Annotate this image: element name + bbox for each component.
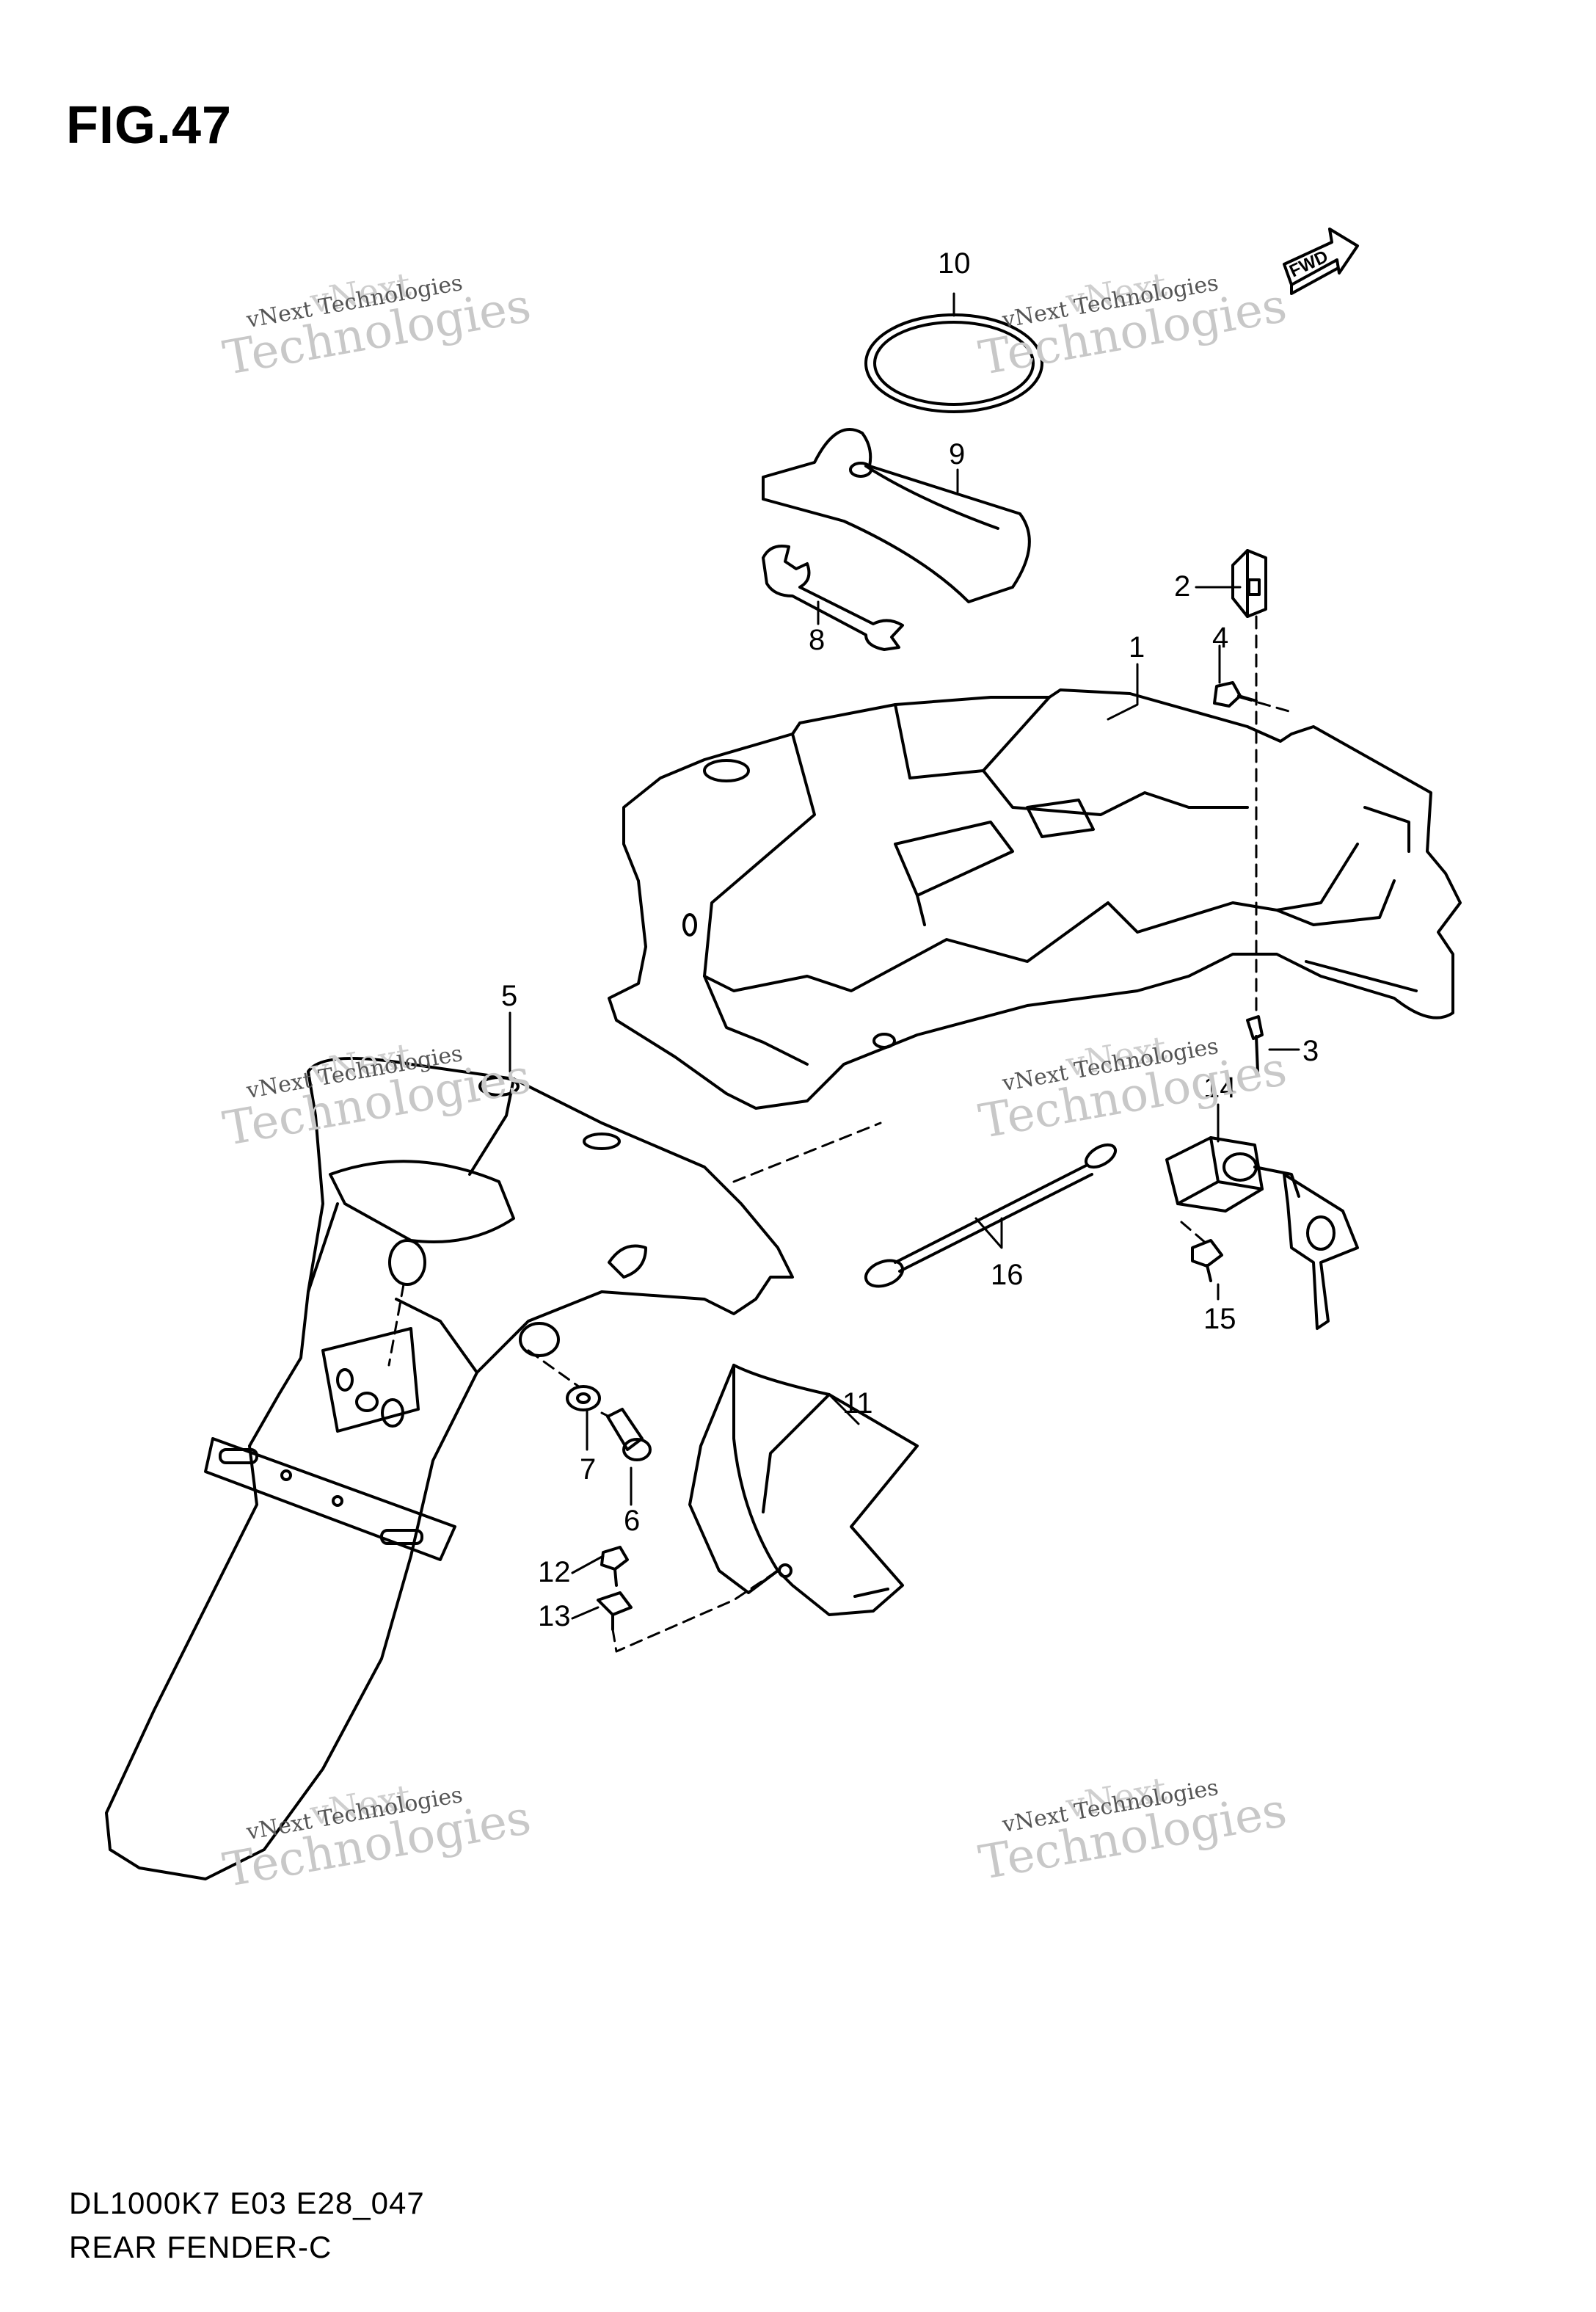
callout-16: 16 — [991, 1259, 1024, 1291]
part-4-bolt — [1213, 681, 1258, 708]
part-3-rivet — [1246, 1015, 1264, 1073]
part-1-rear-fender-tray — [608, 688, 1462, 1110]
part-8-wrench — [762, 545, 904, 651]
model-code: DL1000K7 E03 E28_047 — [69, 2186, 425, 2220]
assembly-name: REAR FENDER-C — [69, 2230, 332, 2264]
callout-9: 9 — [949, 438, 965, 470]
part-5-rear-fender — [105, 1057, 794, 1880]
part-10-band — [864, 313, 1043, 413]
callout-14: 14 — [1203, 1072, 1236, 1104]
part-12-bolt — [600, 1546, 629, 1587]
part-11-mud-guard — [688, 1364, 919, 1616]
callout-3: 3 — [1302, 1035, 1319, 1067]
callout-13: 13 — [538, 1600, 571, 1632]
callout-8: 8 — [809, 624, 825, 656]
assembly-dash-lines — [387, 615, 1293, 1653]
fwd-arrow-icon: FWD — [1283, 228, 1359, 295]
callout-6: 6 — [624, 1505, 640, 1537]
callout-leader-lines — [509, 292, 1300, 1620]
part-2-clip — [1231, 549, 1267, 618]
callout-10: 10 — [938, 247, 971, 280]
figure-title: FIG.47 — [66, 96, 233, 155]
callout-7: 7 — [580, 1453, 596, 1486]
part-14-seat-lock — [1165, 1136, 1359, 1330]
callout-12: 12 — [538, 1556, 571, 1588]
part-16-cable — [864, 1143, 1117, 1288]
part-6-bolt — [606, 1408, 652, 1461]
callout-2: 2 — [1174, 570, 1190, 603]
callout-5: 5 — [501, 980, 517, 1012]
callout-1: 1 — [1129, 631, 1145, 664]
part-15-screw — [1191, 1239, 1223, 1282]
part-7-washer — [566, 1385, 601, 1411]
callout-labels: 1 2 3 4 5 6 7 8 9 10 11 12 13 14 15 16 — [501, 247, 1319, 1632]
part-9-tool-bag — [762, 428, 1031, 603]
callout-15: 15 — [1203, 1303, 1236, 1335]
part-13-nut — [597, 1591, 633, 1631]
callout-11: 11 — [842, 1387, 873, 1419]
callout-4: 4 — [1212, 622, 1228, 654]
